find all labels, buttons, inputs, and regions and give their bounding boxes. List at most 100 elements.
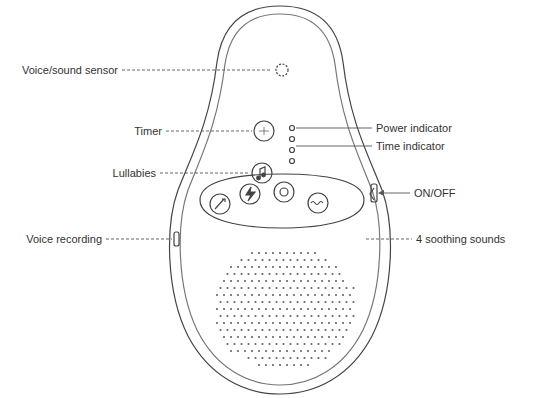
record-label: Voice recording: [26, 233, 102, 246]
grille-hole: [240, 343, 242, 345]
grille-hole: [338, 287, 340, 289]
grille-hole: [296, 259, 298, 261]
grille-hole: [237, 308, 239, 310]
grille-hole: [324, 301, 326, 303]
grille-hole: [307, 336, 309, 338]
grille-hole: [342, 280, 344, 282]
power-switch: [371, 184, 377, 202]
grille-hole: [289, 273, 291, 275]
grille-hole: [293, 280, 295, 282]
grille-hole: [244, 280, 246, 282]
grille-hole: [240, 301, 242, 303]
grille-hole: [317, 287, 319, 289]
grille-hole: [289, 357, 291, 359]
grille-hole: [293, 252, 295, 254]
grille-hole: [261, 329, 263, 331]
grille-hole: [244, 322, 246, 324]
grille-hole: [317, 357, 319, 359]
grille-hole: [300, 294, 302, 296]
grille-hole: [258, 350, 260, 352]
grille-hole: [335, 294, 337, 296]
indicator-led: [290, 126, 295, 131]
grille-hole: [247, 315, 249, 317]
grille-hole: [324, 329, 326, 331]
grille-hole: [272, 308, 274, 310]
grille-hole: [265, 252, 267, 254]
grille-hole: [307, 294, 309, 296]
grille-hole: [282, 273, 284, 275]
grille-hole: [265, 364, 267, 366]
grille-hole: [275, 287, 277, 289]
power-indicator-label: Power indicator: [376, 122, 452, 135]
grille-hole: [279, 280, 281, 282]
grille-hole: [352, 301, 354, 303]
grille-hole: [338, 273, 340, 275]
grille-hole: [296, 343, 298, 345]
grille-hole: [286, 364, 288, 366]
grille-hole: [219, 287, 221, 289]
sensor-label: Voice/sound sensor: [22, 64, 118, 77]
grille-hole: [254, 315, 256, 317]
grille-hole: [251, 308, 253, 310]
grille-hole: [216, 322, 218, 324]
grille-hole: [289, 315, 291, 317]
note-icon: [262, 173, 266, 177]
grille-hole: [310, 273, 312, 275]
grille-hole: [261, 259, 263, 261]
grille-hole: [261, 315, 263, 317]
note-icon: [257, 176, 261, 180]
grille-hole: [345, 287, 347, 289]
grille-hole: [338, 343, 340, 345]
grille-hole: [338, 301, 340, 303]
grille-hole: [324, 315, 326, 317]
grille-hole: [226, 329, 228, 331]
grille-hole: [268, 329, 270, 331]
grille-hole: [258, 280, 260, 282]
grille-hole: [286, 252, 288, 254]
grille-hole: [254, 259, 256, 261]
grille-hole: [244, 266, 246, 268]
sounds-label: 4 soothing sounds: [416, 233, 505, 246]
grille-hole: [331, 301, 333, 303]
grille-hole: [289, 343, 291, 345]
grille-hole: [282, 301, 284, 303]
grille-hole: [331, 315, 333, 317]
grille-hole: [296, 287, 298, 289]
grille-hole: [317, 259, 319, 261]
grille-hole: [307, 322, 309, 324]
grille-hole: [303, 259, 305, 261]
grille-hole: [314, 252, 316, 254]
grille-hole: [258, 336, 260, 338]
grille-hole: [230, 266, 232, 268]
grille-hole: [303, 329, 305, 331]
grille-hole: [261, 287, 263, 289]
grille-hole: [230, 350, 232, 352]
grille-hole: [300, 252, 302, 254]
grille-hole: [307, 252, 309, 254]
grille-hole: [310, 315, 312, 317]
grille-hole: [338, 315, 340, 317]
grille-hole: [272, 252, 274, 254]
grille-hole: [251, 294, 253, 296]
grille-hole: [296, 301, 298, 303]
grille-hole: [321, 308, 323, 310]
grille-hole: [310, 287, 312, 289]
grille-hole: [349, 294, 351, 296]
grille-hole: [310, 259, 312, 261]
grille-hole: [233, 343, 235, 345]
grille-hole: [342, 322, 344, 324]
grille-hole: [247, 343, 249, 345]
grille-hole: [268, 301, 270, 303]
grille-hole: [296, 357, 298, 359]
timer-button: [254, 121, 274, 141]
switch-knob: [370, 188, 374, 200]
grille-hole: [261, 343, 263, 345]
grille-hole: [303, 301, 305, 303]
grille-hole: [293, 350, 295, 352]
grille-hole: [307, 280, 309, 282]
grille-hole: [296, 315, 298, 317]
grille-hole: [275, 343, 277, 345]
grille-hole: [342, 294, 344, 296]
grille-hole: [265, 322, 267, 324]
